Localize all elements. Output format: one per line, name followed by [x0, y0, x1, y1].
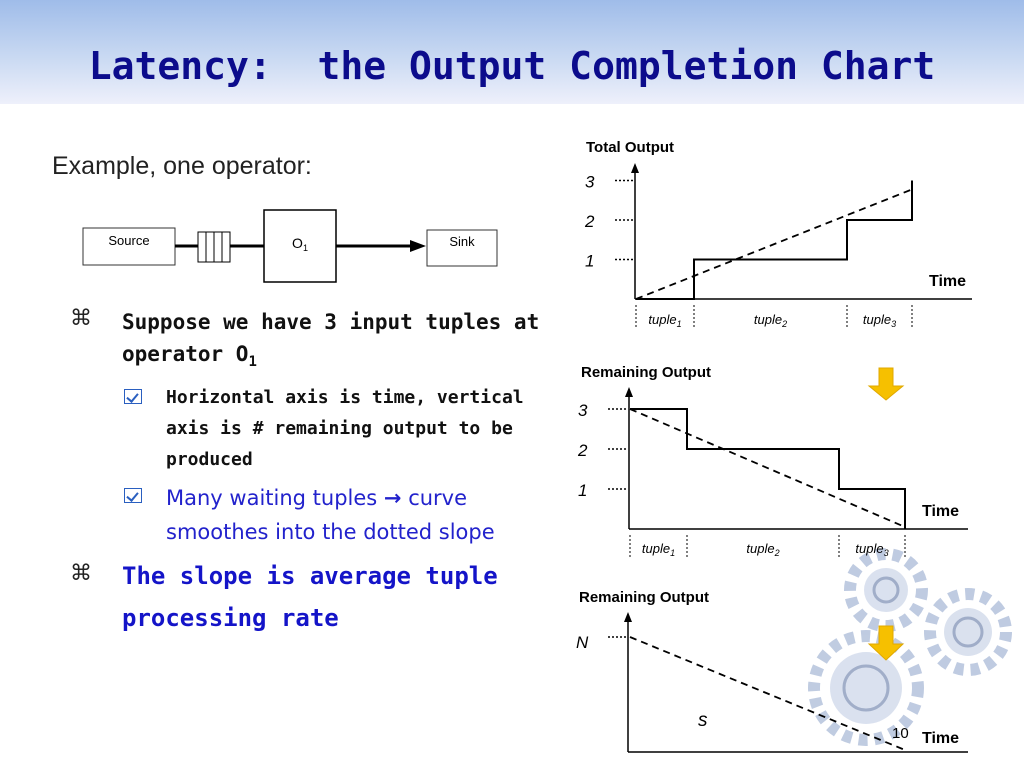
operator-box	[263, 209, 337, 283]
bullet-item: ⌘ Suppose we have 3 input tuples at oper…	[70, 306, 560, 378]
x-axis-title: Time	[929, 273, 966, 290]
segment-label: tuple2	[754, 312, 787, 329]
y-tick-label: 3	[585, 173, 595, 192]
y-tick-label: 2	[577, 441, 588, 460]
intro-text: Example, one operator:	[52, 152, 312, 180]
checkbox-icon	[124, 389, 142, 405]
segment-label: tuple1	[642, 541, 675, 558]
bullet-list: ⌘ Suppose we have 3 input tuples at oper…	[70, 306, 560, 643]
bullet-subscript: 1	[248, 354, 257, 371]
command-key-icon: ⌘	[70, 561, 92, 587]
y-axis-title: Remaining Output	[579, 589, 709, 606]
average-slope-line	[629, 408, 906, 528]
queue	[197, 231, 231, 263]
segment-label: tuple2	[746, 541, 779, 558]
chart-remaining-output: Remaining Output Time 3 2 1 tuple1 tuple2 tu…	[577, 364, 968, 559]
y-marker-label: N	[576, 633, 589, 652]
sink-label: Sink	[449, 234, 475, 249]
title-band	[0, 0, 1024, 104]
segment-label: tuple1	[648, 312, 681, 329]
sub-bullet-text: Horizontal axis is time, vertical axis i…	[166, 387, 524, 471]
right-arrow-icon: →	[383, 486, 402, 511]
checkbox-icon	[124, 488, 142, 504]
x-axis-title: Time	[922, 503, 959, 520]
bullet-text: The slope is average tuple processing ra…	[122, 562, 498, 633]
x-axis-title: Time	[922, 730, 959, 747]
y-tick-label: 1	[578, 481, 587, 500]
arrow-down-icon	[867, 625, 905, 661]
y-tick-label: 1	[585, 252, 594, 271]
sub-bullet-item: Many waiting tuples → curve smoothes int…	[124, 481, 560, 549]
gear-icon	[924, 588, 1012, 676]
operator-label: O1	[292, 235, 308, 253]
average-slope-line	[629, 636, 906, 751]
sub-bullet-item: Horizontal axis is time, vertical axis i…	[124, 382, 560, 475]
source-label: Source	[108, 233, 149, 248]
slope-label: s	[698, 710, 708, 731]
bullet-item: ⌘ The slope is average tuple processing …	[70, 555, 560, 639]
step-series-line	[636, 180, 913, 300]
step-series-line	[630, 408, 906, 529]
y-axis-title: Remaining Output	[581, 364, 711, 381]
y-tick-label: 3	[578, 401, 588, 420]
segment-label: tuple3	[855, 541, 888, 558]
y-axis-title: Total Output	[586, 139, 674, 156]
sink-box	[426, 229, 498, 267]
sub-bullet-text: Many waiting tuples	[166, 486, 384, 511]
gear-icon	[808, 630, 924, 746]
page-number: 10	[892, 725, 909, 742]
average-slope-line	[635, 188, 914, 300]
arrow-down-icon	[867, 367, 905, 401]
sub-bullet-text: curve smoothes into the dotted slope	[166, 486, 495, 545]
y-axis-arrowhead	[631, 163, 639, 173]
command-key-icon: ⌘	[70, 306, 92, 331]
chart-remaining-output-aggregate: Remaining Output Time N s	[576, 589, 968, 753]
slide-title: Latency: the Output Completion Chart	[88, 44, 936, 88]
y-tick-label: 2	[584, 212, 595, 231]
bullet-text: Suppose we have 3 input tuples at operat…	[122, 310, 540, 366]
y-axis-arrowhead	[624, 612, 632, 622]
segment-label: tuple3	[863, 312, 896, 329]
arrowhead	[410, 240, 426, 252]
chart-total-output: Total Output Time 3 2 1 tuple1 tuple2 tuple3	[584, 139, 972, 329]
y-axis-arrowhead	[625, 387, 633, 397]
